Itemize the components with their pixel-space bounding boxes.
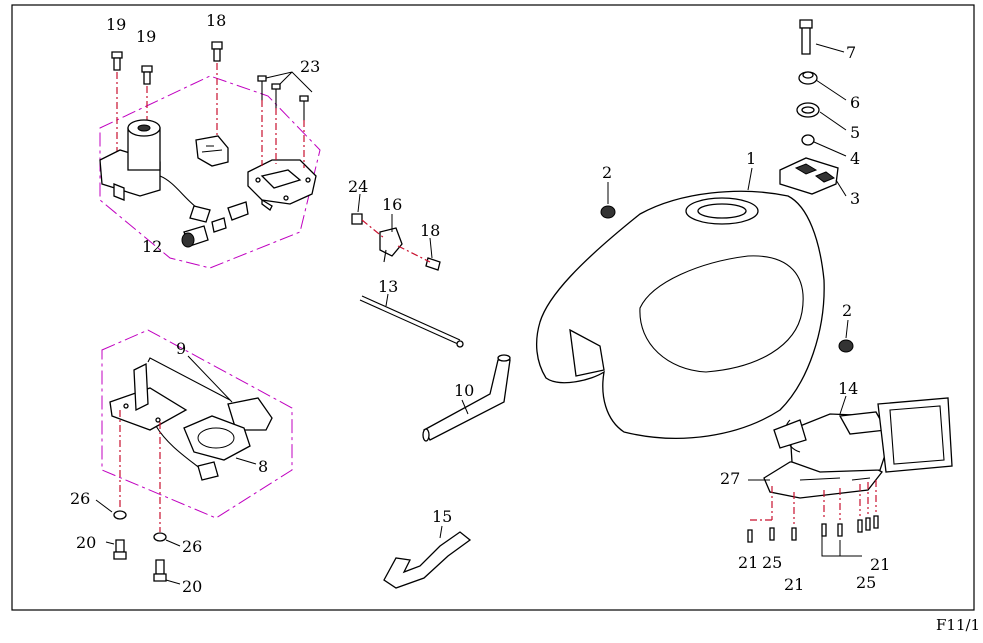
bolt-20-right bbox=[153, 559, 167, 582]
washer-26-right bbox=[153, 532, 167, 542]
key-cylinder bbox=[181, 225, 209, 248]
callout-21-a: 21 bbox=[738, 553, 758, 572]
callout-14: 14 bbox=[838, 379, 858, 398]
callout-16: 16 bbox=[382, 195, 402, 214]
bracket-16 bbox=[379, 227, 403, 263]
callout-8: 8 bbox=[258, 457, 268, 476]
bolt-20-left bbox=[113, 539, 127, 560]
rubber-2-top bbox=[600, 205, 616, 219]
callout-26-left: 26 bbox=[70, 489, 90, 508]
bolt-18-top bbox=[211, 41, 223, 62]
rod-13 bbox=[359, 295, 464, 348]
callout-13: 13 bbox=[378, 277, 398, 296]
callout-9: 9 bbox=[176, 339, 186, 358]
callout-6: 6 bbox=[850, 93, 860, 112]
callout-19-right: 19 bbox=[136, 27, 156, 46]
clip-part-2 bbox=[211, 217, 227, 233]
clip-part bbox=[227, 201, 249, 221]
callout-24: 24 bbox=[348, 177, 368, 196]
pump-red-centerlines bbox=[750, 480, 877, 524]
callout-18-mid: 18 bbox=[420, 221, 440, 240]
callout-26-right: 26 bbox=[182, 537, 202, 556]
fuel-cap bbox=[247, 159, 317, 211]
hose-15 bbox=[383, 531, 472, 589]
washer-5 bbox=[796, 102, 820, 118]
fuel-pump-assembly bbox=[763, 397, 953, 499]
hose-10 bbox=[422, 354, 511, 442]
bracket-3 bbox=[779, 157, 839, 195]
callout-19-left: 19 bbox=[106, 15, 126, 34]
callout-12: 12 bbox=[142, 237, 162, 256]
callout-15: 15 bbox=[432, 507, 452, 526]
callout-20-right: 20 bbox=[182, 577, 202, 596]
fuel-sender-group bbox=[101, 329, 293, 532]
fuel-tank bbox=[535, 190, 825, 439]
bolt-18-mid bbox=[425, 257, 441, 271]
callout-1: 1 bbox=[746, 149, 756, 168]
callout-18-top: 18 bbox=[206, 11, 226, 30]
bolt-19-left bbox=[111, 51, 123, 71]
callout-5: 5 bbox=[850, 123, 860, 142]
callout-10: 10 bbox=[454, 381, 474, 400]
callout-labels: 1 2 2 3 4 5 6 7 8 9 10 12 13 14 15 16 18… bbox=[70, 11, 890, 596]
bolt-19-right bbox=[141, 65, 153, 85]
spacer-4 bbox=[801, 134, 815, 146]
ignition-lock-group bbox=[99, 41, 321, 269]
diagram-frame bbox=[11, 4, 975, 611]
rubber-2-right bbox=[838, 339, 854, 353]
bolt-7 bbox=[799, 19, 813, 55]
callout-23: 23 bbox=[300, 57, 320, 76]
gasket-8 bbox=[183, 415, 251, 461]
callout-25-a: 25 bbox=[762, 553, 782, 572]
callout-3: 3 bbox=[850, 189, 860, 208]
callout-2-right: 2 bbox=[842, 301, 852, 320]
ignition-switch bbox=[99, 119, 211, 223]
callout-2-top: 2 bbox=[602, 163, 612, 182]
collar-6 bbox=[798, 71, 818, 85]
screws-23 bbox=[257, 75, 309, 121]
callout-21-b: 21 bbox=[784, 575, 804, 594]
callout-21-c: 21 bbox=[870, 555, 890, 574]
washer-26-left bbox=[113, 510, 127, 520]
page-reference: F11/1 bbox=[936, 616, 980, 634]
callout-20-left: 20 bbox=[76, 533, 96, 552]
callout-27: 27 bbox=[720, 469, 740, 488]
group-9-outline bbox=[101, 329, 293, 519]
nut-24 bbox=[351, 213, 363, 225]
lock-bracket bbox=[195, 135, 229, 167]
callout-7: 7 bbox=[846, 43, 856, 62]
leader-lines bbox=[95, 43, 862, 585]
callout-25-b: 25 bbox=[856, 573, 876, 592]
callout-4: 4 bbox=[850, 149, 860, 168]
